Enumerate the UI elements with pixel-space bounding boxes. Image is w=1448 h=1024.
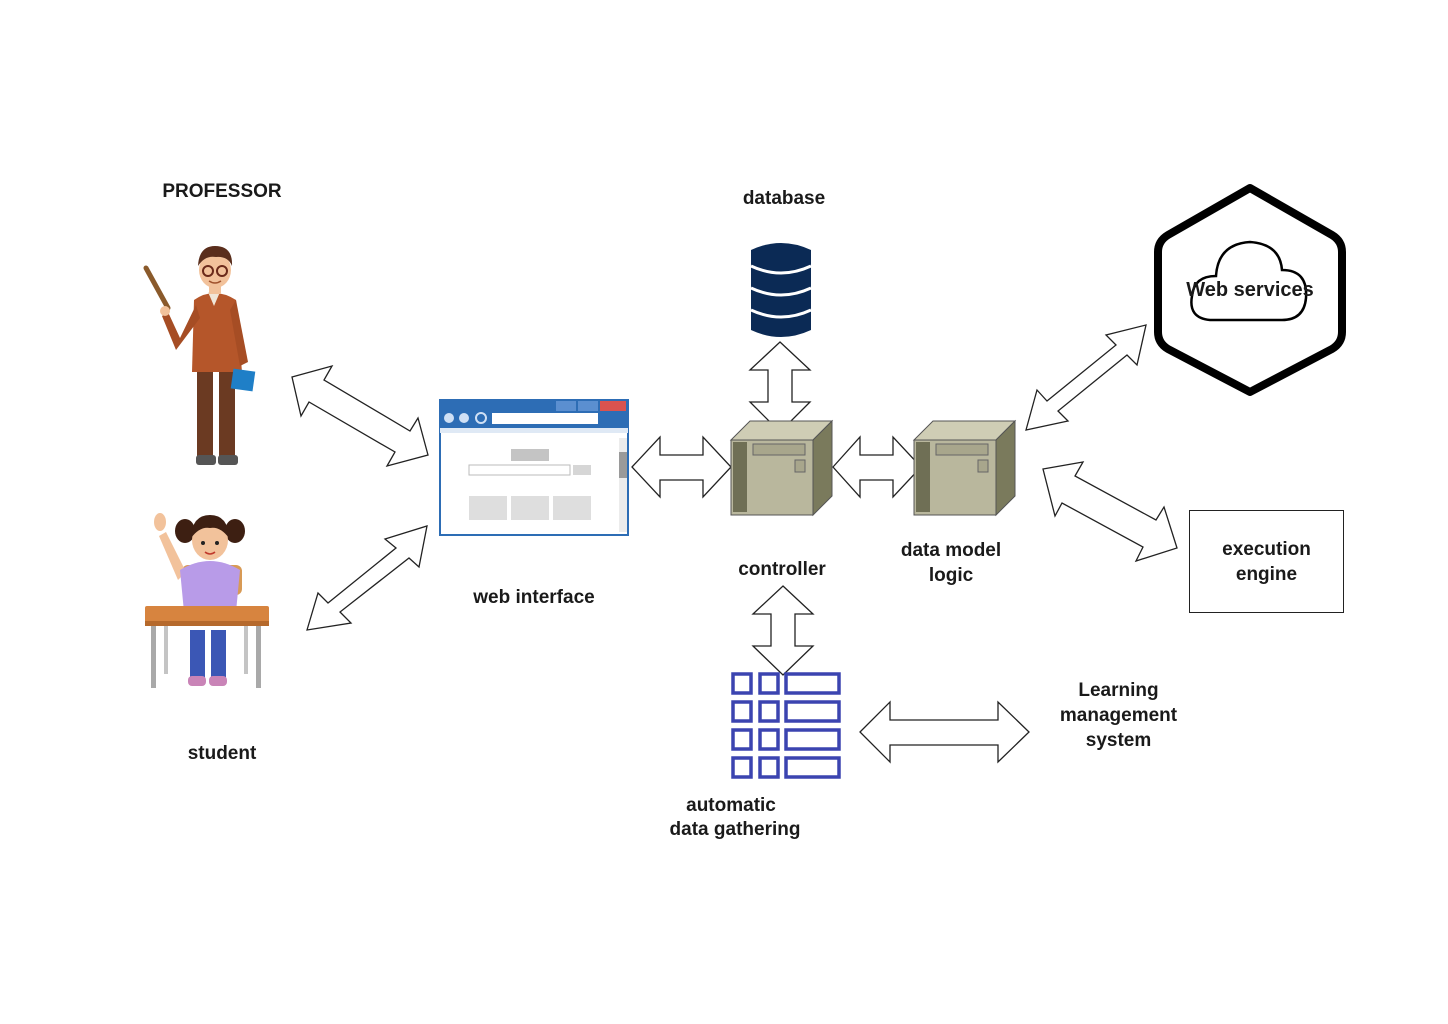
data-gathering-line-1: automatic — [686, 795, 776, 816]
database-icon — [750, 243, 812, 337]
lms-line-2: management — [1059, 705, 1178, 726]
execution-engine-label: execution engine — [1222, 537, 1311, 587]
learning-management-system-label: Learning management system — [1036, 678, 1201, 753]
server-icon — [912, 419, 1017, 517]
server-icon — [729, 419, 834, 517]
automatic-data-gathering-label: automatic data gathering — [650, 794, 820, 842]
arrow-data-model-web-services — [1025, 324, 1147, 431]
arrow-data-gathering-lms — [859, 700, 1030, 764]
arrow-web-interface-controller — [631, 435, 732, 499]
professor-icon — [143, 246, 256, 465]
data-model-logic-line-2: logic — [928, 565, 974, 586]
execution-engine-box: execution engine — [1189, 510, 1344, 613]
lms-line-3: system — [1085, 730, 1152, 751]
database-label: database — [742, 188, 826, 209]
arrow-database-controller — [748, 341, 812, 433]
data-model-logic-label: data model logic — [876, 538, 1026, 588]
student-icon — [145, 513, 269, 688]
controller-label: controller — [738, 559, 826, 580]
student-label: student — [187, 743, 257, 764]
arrow-controller-data-gathering — [751, 585, 815, 676]
web-interface-label: web interface — [473, 587, 595, 608]
execution-engine-line-2: engine — [1235, 563, 1298, 585]
execution-engine-line-1: execution — [1222, 538, 1311, 560]
web-services-label: Web services — [1186, 279, 1314, 301]
data-model-logic-line-1: data model — [900, 540, 1002, 561]
professor-label: PROFESSOR — [162, 181, 282, 202]
browser-window-icon — [439, 399, 629, 536]
table-grid-icon — [731, 672, 841, 779]
arrow-student-web-interface — [306, 525, 428, 631]
lms-line-1: Learning — [1078, 680, 1159, 701]
arrow-professor-web-interface — [291, 364, 429, 468]
data-gathering-line-2: data gathering — [669, 819, 801, 840]
arrow-controller-data-model — [832, 435, 922, 499]
arrow-data-model-execution-engine — [1042, 461, 1178, 563]
cloud-hexagon-icon — [1154, 184, 1346, 396]
